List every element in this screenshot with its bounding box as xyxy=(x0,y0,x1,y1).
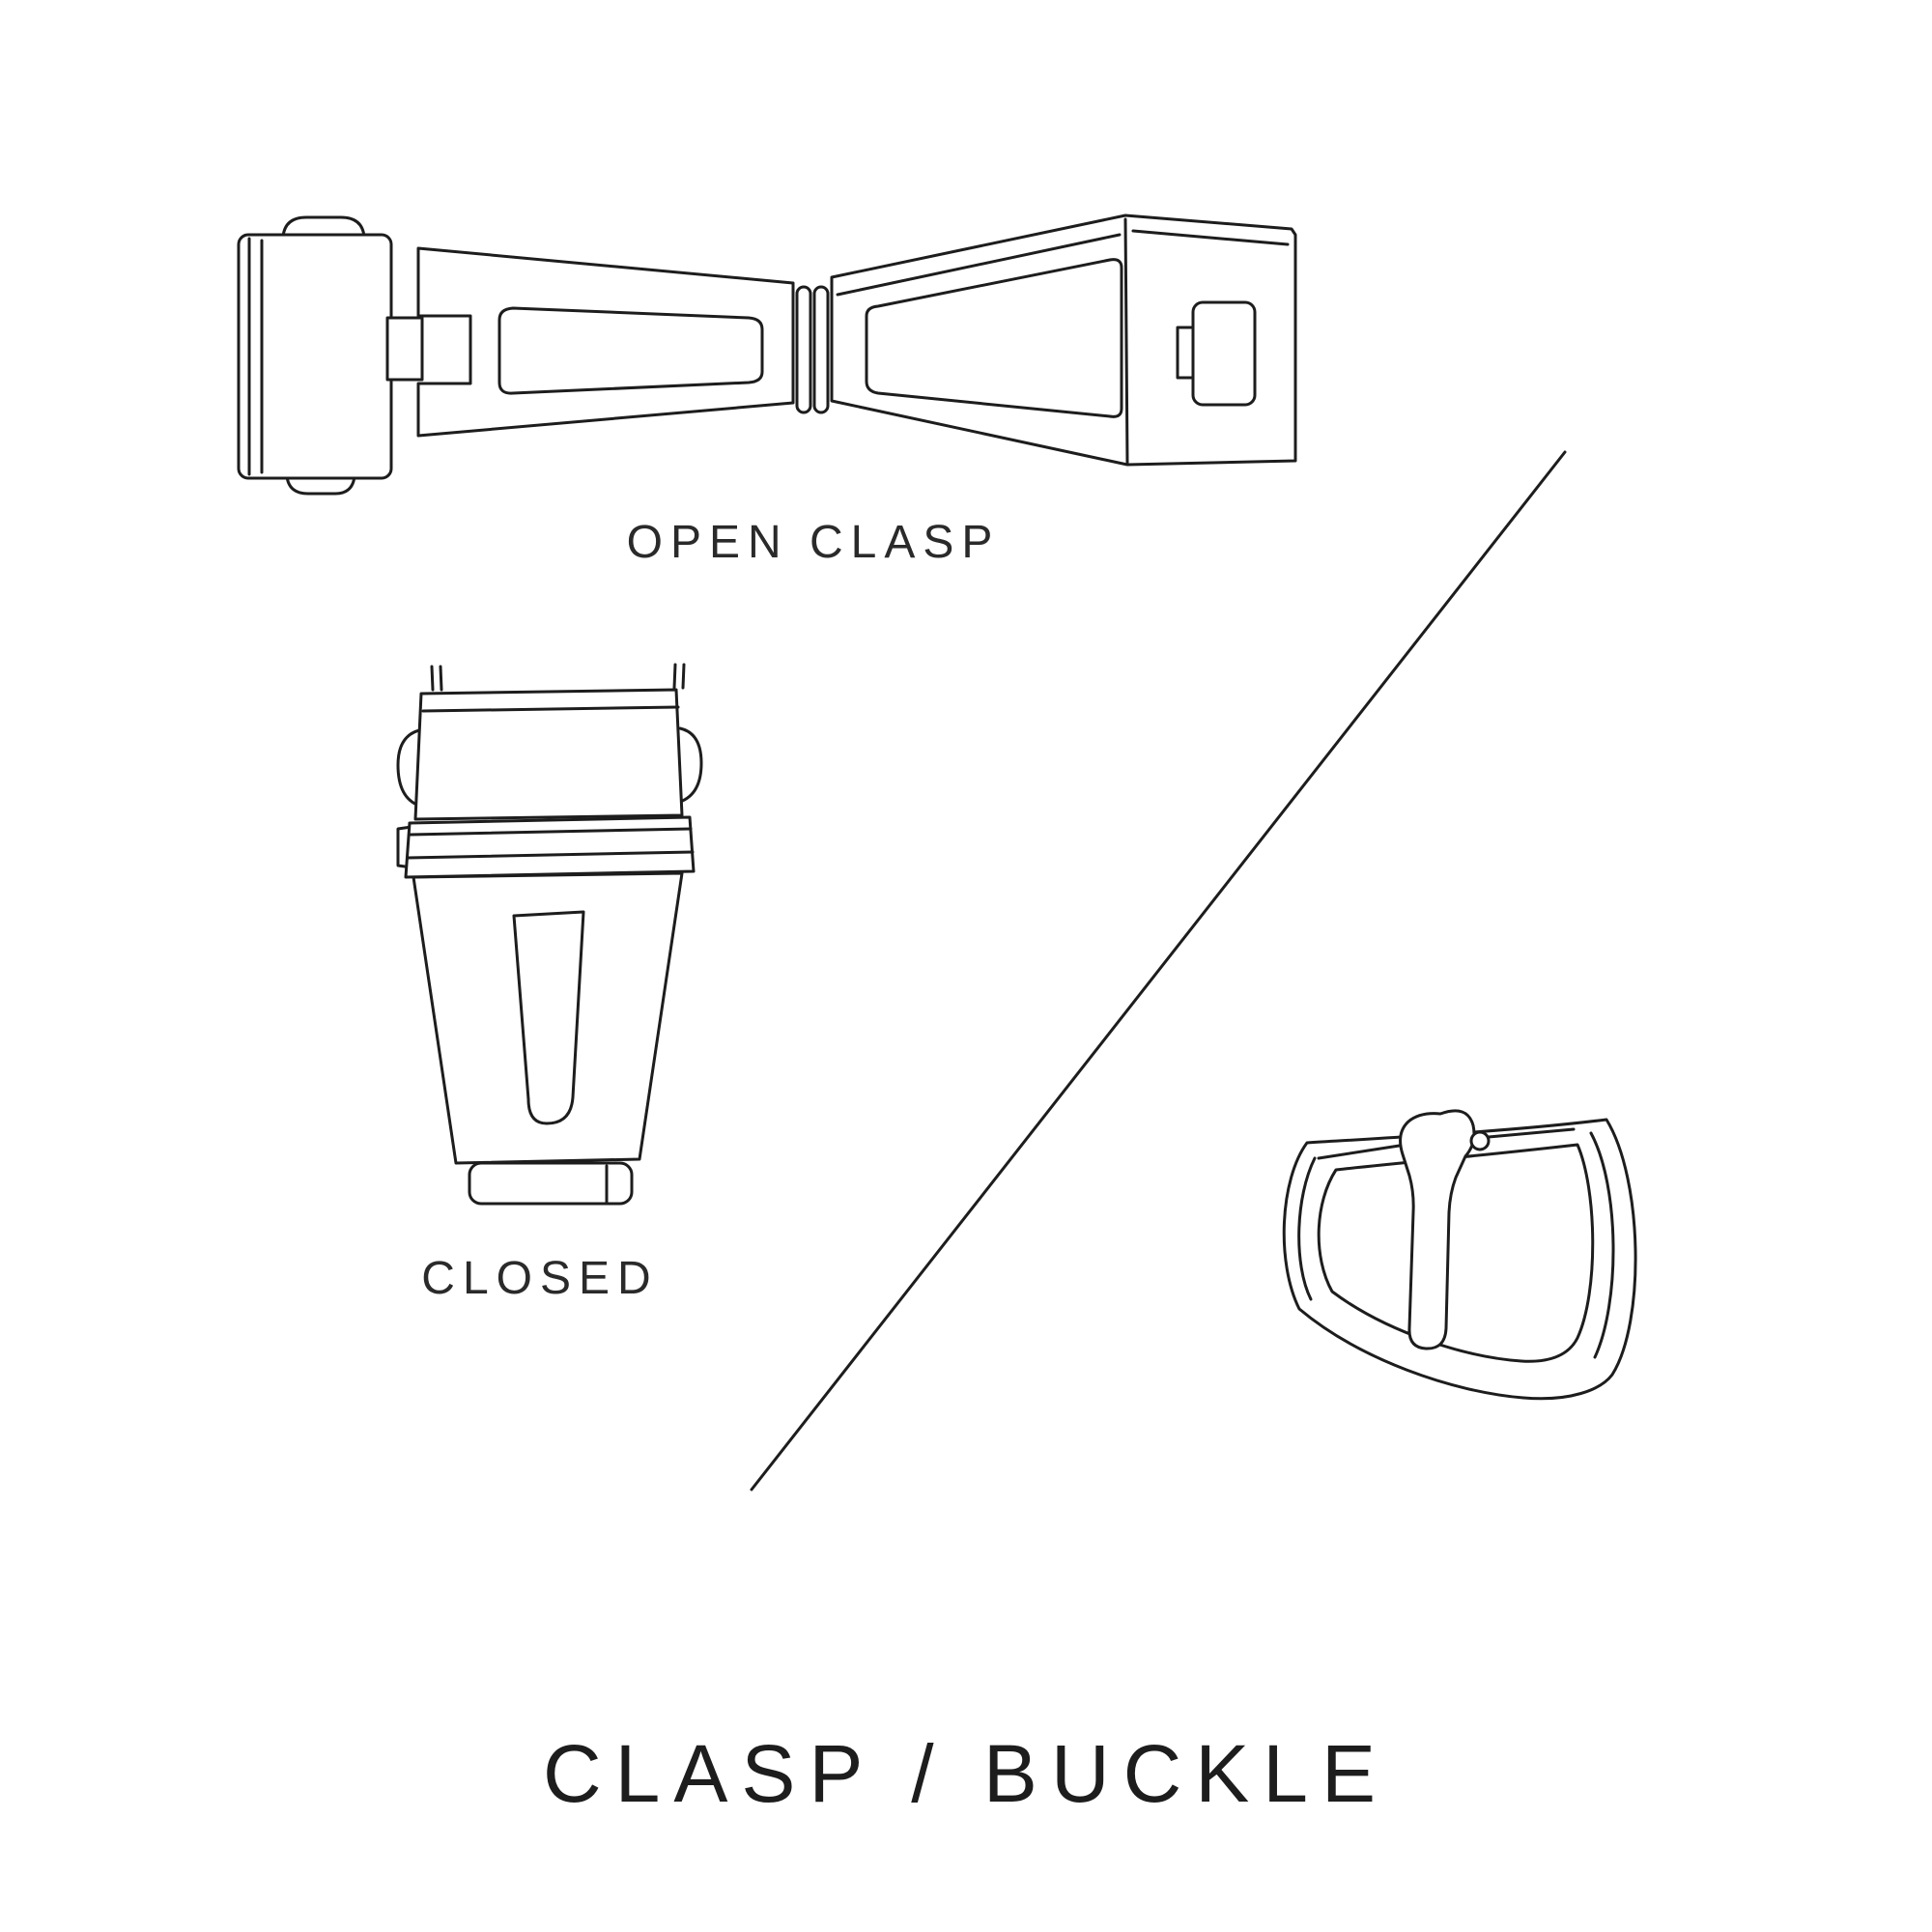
open-clasp-label: OPEN CLASP xyxy=(626,517,1001,568)
closed-clasp-prongs xyxy=(430,663,686,692)
closed-clasp-foot xyxy=(468,1161,634,1206)
buckle-illustration xyxy=(1282,1109,1637,1401)
open-clasp-left-arm xyxy=(416,246,795,438)
open-clasp-illustration xyxy=(237,213,1297,496)
closed-clasp-label: CLOSED xyxy=(421,1253,659,1304)
closed-clasp-body xyxy=(396,688,703,1165)
buckle-frame xyxy=(1282,1118,1637,1401)
open-clasp-hinge xyxy=(795,285,830,414)
buckle-pin xyxy=(1317,1127,1576,1160)
buckle-tang xyxy=(1399,1109,1491,1350)
page-title: CLASP / BUCKLE xyxy=(542,1728,1390,1819)
open-clasp-right-arm xyxy=(830,213,1297,467)
closed-clasp-illustration xyxy=(396,663,703,1206)
open-clasp-left-box xyxy=(237,215,424,496)
